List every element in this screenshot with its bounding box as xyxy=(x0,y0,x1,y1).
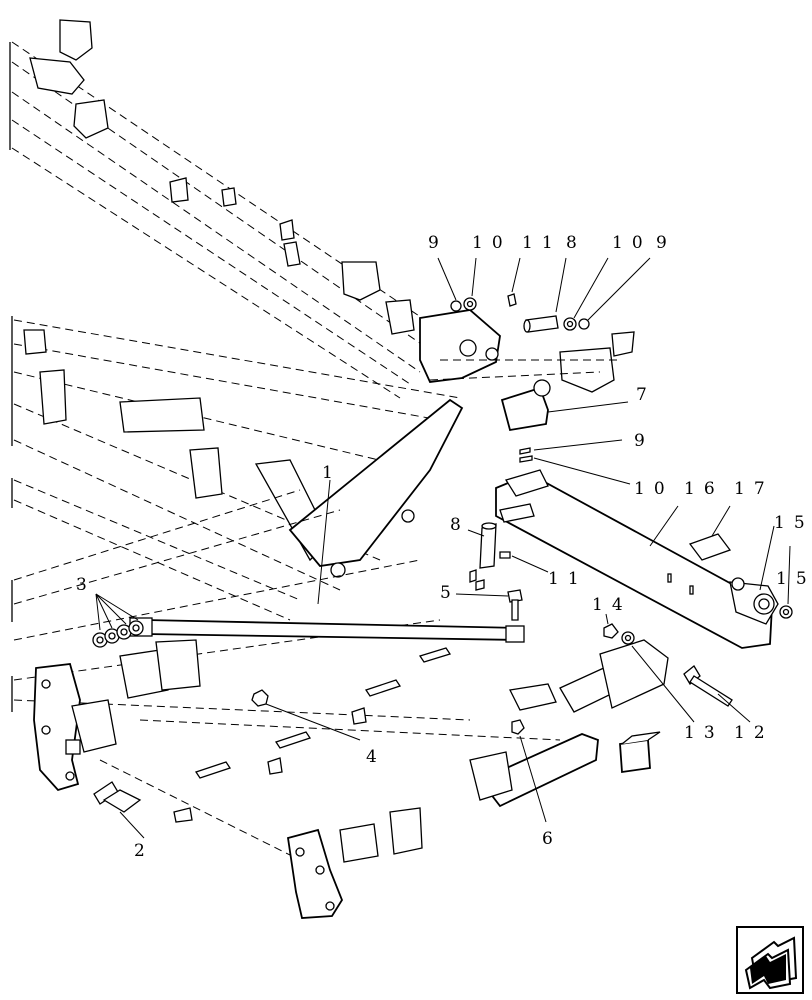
callout-10-mid: 10 xyxy=(634,479,674,499)
part-2-bolt xyxy=(93,781,142,813)
callout-2: 2 xyxy=(134,841,154,861)
part-17-decal xyxy=(688,533,732,561)
upper-hardware xyxy=(450,293,590,591)
callout-3: 3 xyxy=(76,575,96,595)
callout-9-mid: 9 xyxy=(634,431,654,451)
part-16-lift-arm xyxy=(495,469,779,649)
callout-1: 1 xyxy=(322,463,342,483)
part-4-nut xyxy=(251,689,269,707)
callout-15-b: 15 xyxy=(776,569,812,589)
callout-10-top-left: 10 xyxy=(472,233,512,253)
callout-9-top-left: 9 xyxy=(428,233,448,253)
main-wing-frame xyxy=(11,316,464,621)
part-6-nut xyxy=(511,719,525,735)
callout-12: 12 xyxy=(734,723,774,743)
callout-11-top: 11 xyxy=(522,233,562,253)
lower-frame xyxy=(11,489,669,919)
callout-13: 13 xyxy=(684,723,724,743)
callout-10-top-right: 10 xyxy=(612,233,652,253)
part-13-washer xyxy=(621,631,635,645)
callout-14: 14 xyxy=(592,595,632,615)
back-navigation-button[interactable] xyxy=(736,926,804,994)
callout-16: 16 xyxy=(684,479,724,499)
arrow-back-icon xyxy=(744,936,798,990)
callout-17: 17 xyxy=(734,479,774,499)
part-3-washers xyxy=(92,620,144,648)
part-15-washers xyxy=(779,605,793,619)
part-7-bracket xyxy=(500,379,551,432)
callout-11-mid: 11 xyxy=(548,569,588,589)
part-14-nut xyxy=(603,623,619,639)
callout-7: 7 xyxy=(636,385,656,405)
callout-9-top-right: 9 xyxy=(656,233,676,253)
callout-5: 5 xyxy=(440,583,460,603)
part-5-bolt xyxy=(507,589,523,621)
callout-8-top: 8 xyxy=(566,233,586,253)
part-1-drawbar xyxy=(129,617,525,643)
callout-4: 4 xyxy=(366,747,386,767)
upper-wing-frame xyxy=(9,19,635,399)
callout-labels: 1 2 3 4 5 6 7 8 9 10 11 8 10 9 9 10 16 1… xyxy=(76,233,812,861)
part-12-bolt xyxy=(683,665,733,707)
callout-15-a: 15 xyxy=(774,513,812,533)
part-8-pin xyxy=(479,315,559,569)
callout-6: 6 xyxy=(542,829,562,849)
leader-lines xyxy=(95,257,791,839)
callout-8: 8 xyxy=(450,515,470,535)
